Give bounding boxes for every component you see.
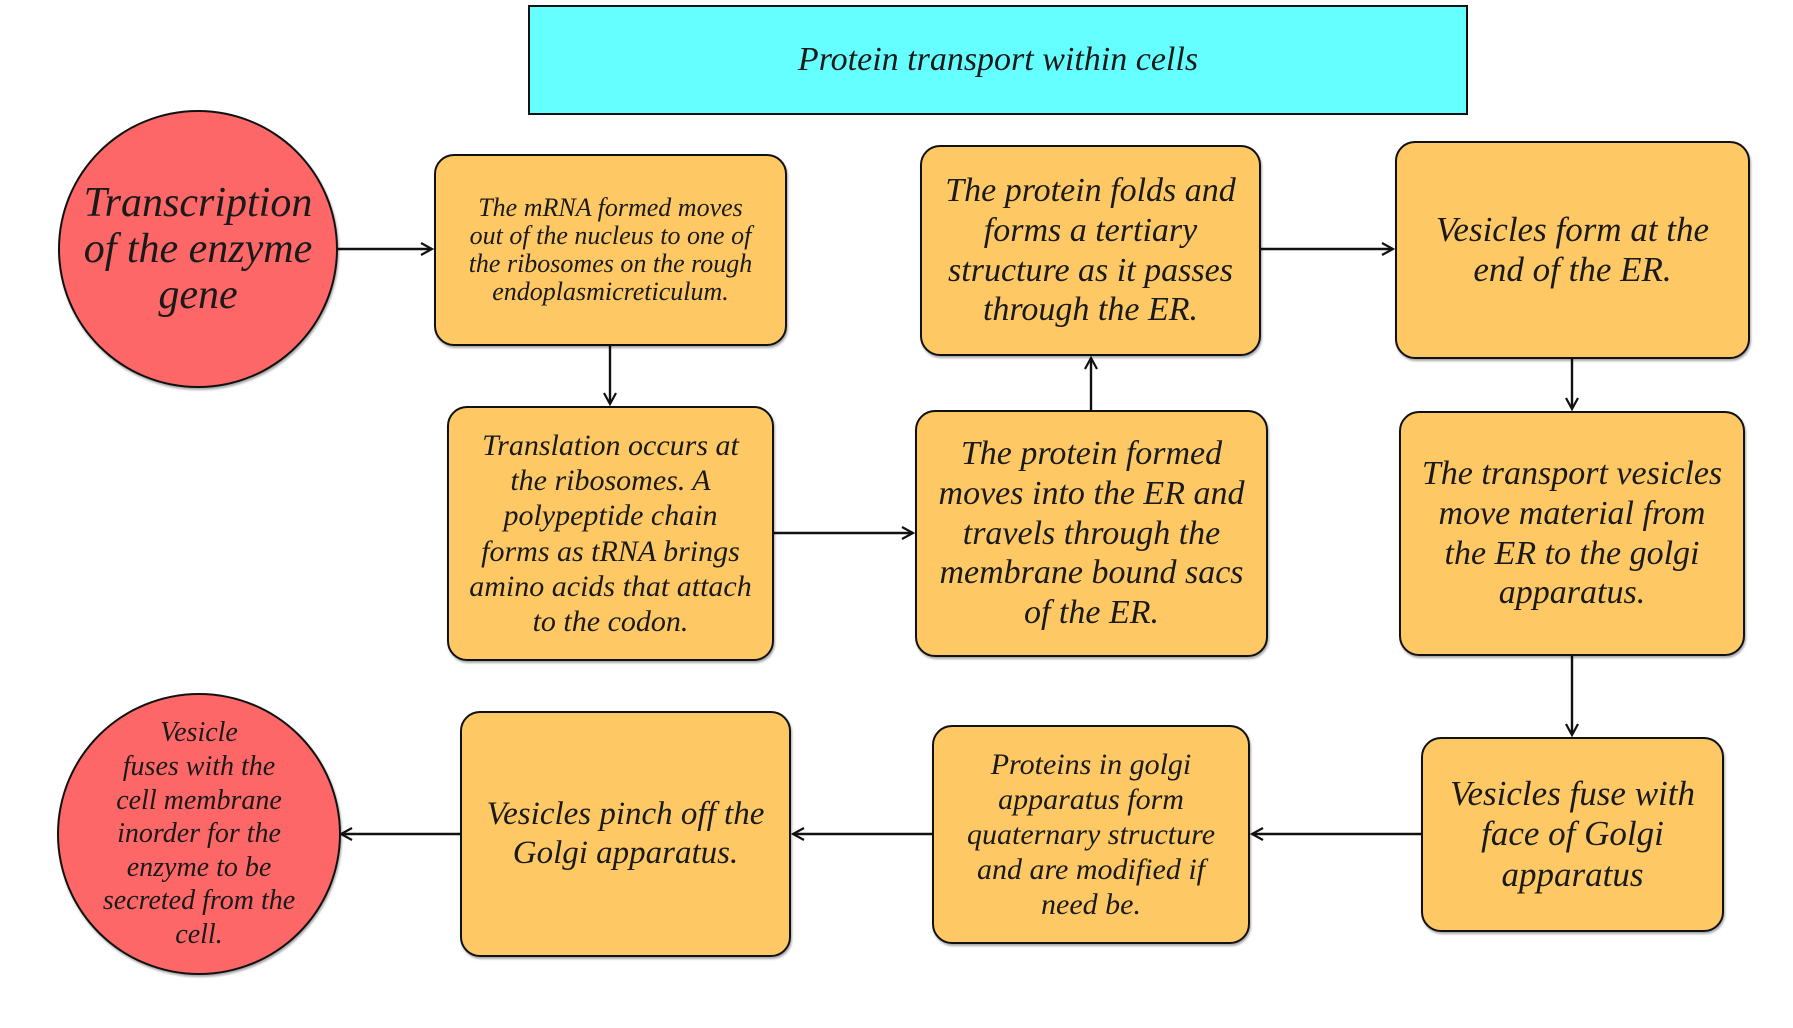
diagram-title: Protein transport within cells (528, 5, 1468, 115)
step-mrna-moves: The mRNA formed moves out of the nucleus… (434, 154, 787, 346)
end-node-secretion: Vesicle fuses with the cell membrane ino… (57, 693, 341, 975)
diagram-title-text: Protein transport within cells (797, 40, 1199, 78)
step-vesicles-form: Vesicles form at the end of the ER. (1395, 141, 1750, 359)
step-transport-vesicles: The transport vesicles move material fro… (1399, 411, 1745, 656)
step-translation: Translation occurs at the ribosomes. A p… (447, 406, 774, 661)
step-vesicles-pinch-off: Vesicles pinch off the Golgi apparatus. (460, 711, 791, 957)
step-vesicles-fuse-golgi: Vesicles fuse with face of Golgi apparat… (1421, 737, 1724, 932)
step-protein-folds: The protein folds and forms a tertiary s… (920, 145, 1261, 356)
step-quaternary-structure: Proteins in golgi apparatus form quatern… (932, 725, 1250, 944)
start-node-transcription: Transcription of the enzyme gene (58, 110, 338, 388)
step-protein-into-er: The protein formed moves into the ER and… (915, 410, 1268, 657)
